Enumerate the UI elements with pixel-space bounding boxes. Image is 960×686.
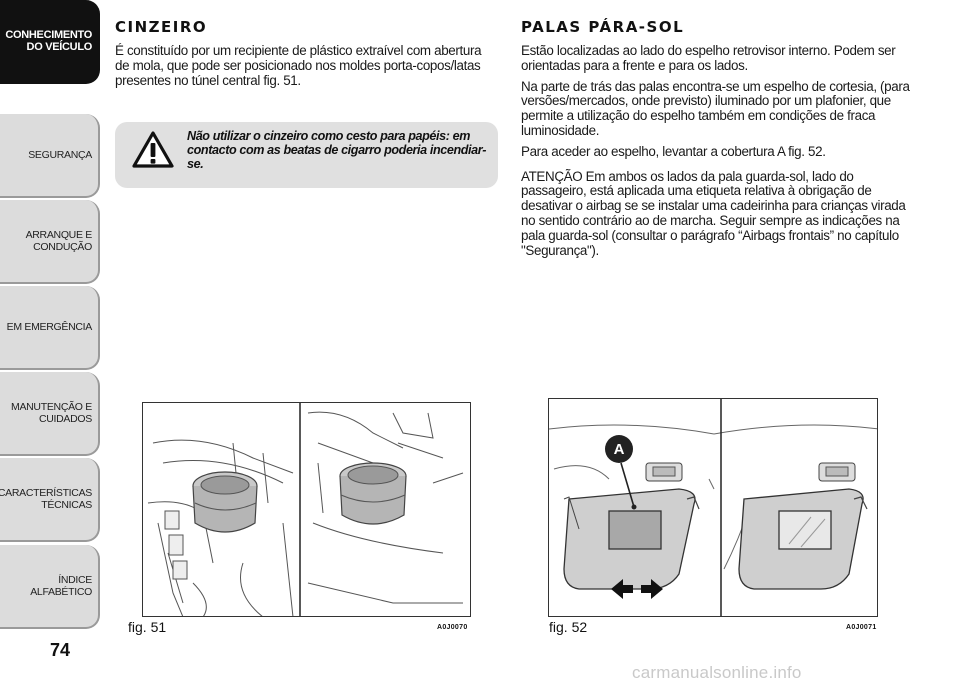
fig51-code: A0J0070 (437, 624, 468, 631)
chapter-sidebar: CONHECIMENTO DO VEÍCULO SEGURANÇA ARRANQ… (0, 0, 100, 640)
tab-indice-alfabetico[interactable]: ÍNDICE ALFABÉTICO (0, 545, 100, 629)
warning-box: Não utilizar o cinzeiro como cesto para … (115, 122, 498, 188)
figure-52-sun-visor: A (548, 398, 878, 617)
tab-caracteristicas-tecnicas[interactable]: CARACTERÍSTICAS TÉCNICAS (0, 458, 100, 542)
callout-a-label: A (614, 441, 625, 458)
paragraph-atencao: ATENÇÃO Em ambos os lados da pala guarda… (521, 168, 906, 258)
tab-conhecimento-do-veiculo[interactable]: CONHECIMENTO DO VEÍCULO (0, 0, 100, 84)
section-palas-para-sol: PALAS PÁRA-SOL Estão localizadas ao lado… (521, 18, 921, 264)
section-title-cinzeiro: CINZEIRO (115, 18, 208, 36)
fig52-code: A0J0071 (846, 624, 877, 631)
paragraph-palas-1: Estão localizadas ao lado do espelho ret… (521, 43, 896, 73)
section-cinzeiro: CINZEIRO É constituído por um recipiente… (115, 18, 495, 93)
paragraph-palas-2: Na parte de trás das palas encontra-se u… (521, 78, 910, 138)
tab-manutencao-e-cuidados[interactable]: MANUTENÇÃO E CUIDADOS (0, 372, 100, 456)
tab-em-emergencia[interactable]: EM EMERGÊNCIA (0, 286, 100, 370)
fig51-caption: fig. 51 (128, 619, 167, 635)
fig52-caption: fig. 52 (549, 619, 588, 635)
tab-seguranca[interactable]: SEGURANÇA (0, 114, 100, 198)
page-number: 74 (50, 640, 71, 660)
sun-visor-illustration: A (549, 399, 877, 616)
figure-51-ashtray (142, 402, 471, 617)
warning-text: Não utilizar o cinzeiro como cesto para … (187, 129, 487, 171)
ashtray-illustration (147, 403, 464, 616)
watermark: carmanualsonline.info (632, 663, 802, 682)
paragraph-palas-3: Para aceder ao espelho, levantar a cober… (521, 143, 826, 159)
section-title-palas: PALAS PÁRA-SOL (521, 18, 685, 36)
tab-arranque-e-conducao[interactable]: ARRANQUE E CONDUÇÃO (0, 200, 100, 284)
paragraph-cinzeiro: É constituído por um recipiente de plást… (115, 43, 482, 88)
warning-triangle-icon (132, 131, 174, 168)
